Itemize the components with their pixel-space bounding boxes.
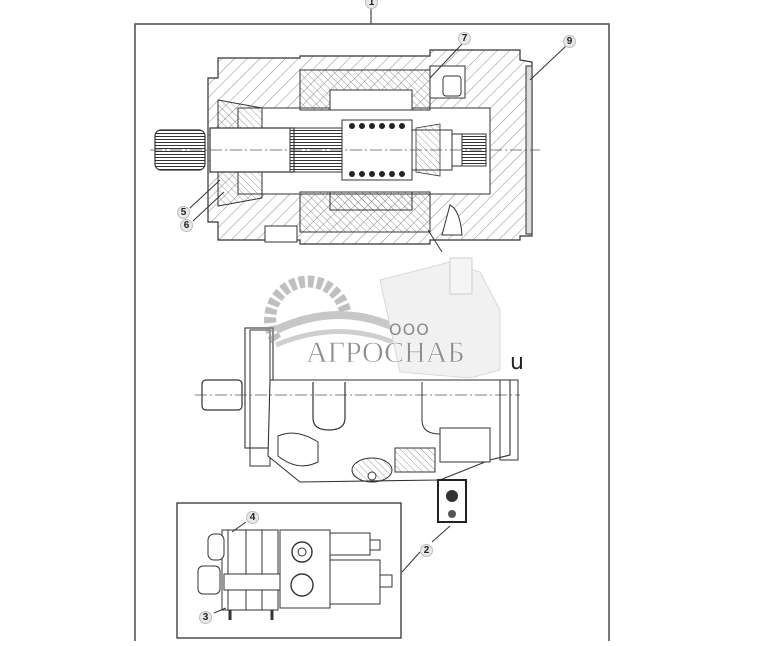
callout-3: 3 xyxy=(199,611,212,624)
outer-frame xyxy=(134,6,610,646)
callout-1: 1 xyxy=(365,0,378,9)
callout-6: 6 xyxy=(180,219,193,232)
watermark-prefix: ООО xyxy=(389,320,430,339)
callout-9: 9 xyxy=(563,35,576,48)
callout-2: 2 xyxy=(420,544,433,557)
watermark-suffix: u xyxy=(510,350,524,375)
callout-4: 4 xyxy=(246,511,259,524)
watermark-brand: АГРОСНАБ xyxy=(306,336,465,370)
spring-coils xyxy=(349,123,405,177)
watermark-logo xyxy=(264,257,501,379)
valve-inset xyxy=(176,502,421,639)
callout-7: 7 xyxy=(458,32,471,45)
sectional-view xyxy=(150,43,567,253)
side-view xyxy=(195,327,520,543)
callout-5: 5 xyxy=(177,206,190,219)
